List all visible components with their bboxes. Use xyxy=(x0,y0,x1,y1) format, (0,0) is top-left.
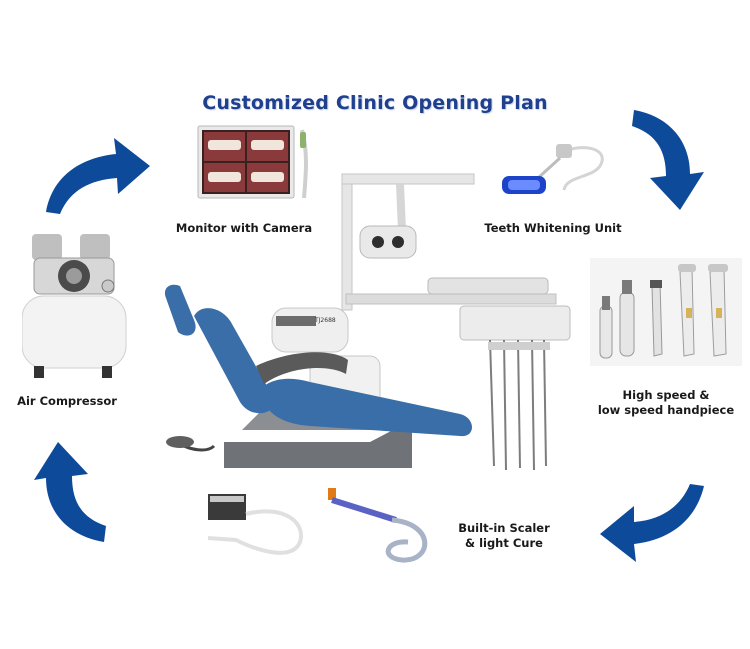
arrow-bottom-left-icon xyxy=(34,442,106,542)
arrow-bottom-right-icon xyxy=(600,484,704,562)
air-compressor-image xyxy=(22,232,128,382)
arrow-top-right-icon xyxy=(632,110,704,210)
whitening-label: Teeth Whitening Unit xyxy=(484,221,622,235)
arrow-top-left-icon xyxy=(46,138,150,214)
page-title: Customized Clinic Opening Plan xyxy=(202,92,548,114)
scaler-label-line1: Built-in Scaler xyxy=(458,521,550,535)
teeth-whitening-unit-image xyxy=(494,138,610,208)
handpiece-label-line1: High speed & xyxy=(622,388,710,402)
dental-chair-image: TJ2688 xyxy=(160,170,580,482)
monitor-with-camera-image xyxy=(196,122,316,202)
handpiece-label-line2: low speed handpiece xyxy=(597,403,735,417)
scaler-and-light-cure-image xyxy=(196,484,436,564)
scaler-label-line2: & light Cure xyxy=(465,536,543,550)
monitor-label: Monitor with Camera xyxy=(175,221,313,235)
monitor-brand-mark: TJ2688 xyxy=(314,317,336,324)
handpieces-image xyxy=(590,258,742,366)
compressor-label: Air Compressor xyxy=(17,394,117,408)
